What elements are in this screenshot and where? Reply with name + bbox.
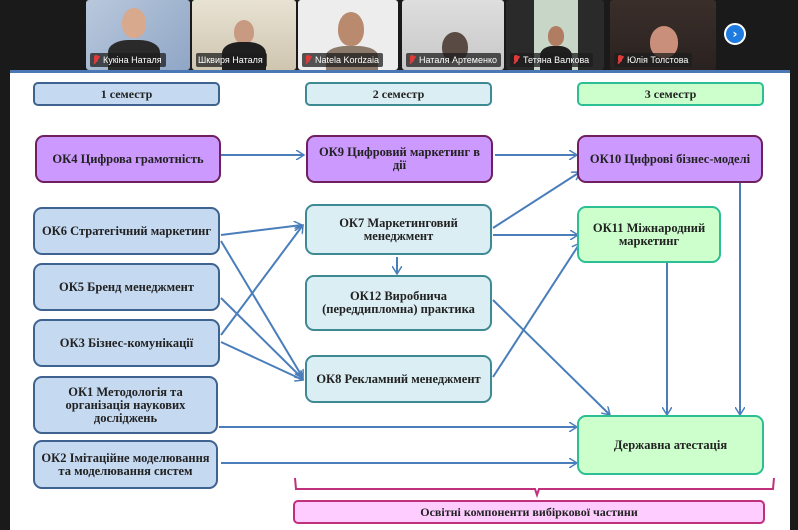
arrow-ok12-attestation <box>492 299 610 415</box>
node-ok7: ОК7 Маркетинговий менеджмент <box>305 204 492 255</box>
participant-name: Юлія Толстова <box>627 55 689 65</box>
elective-components-label: Освітні компоненти вибіркової частини <box>293 500 765 524</box>
semester-3-header: 3 семестр <box>577 82 764 106</box>
arrow-layer <box>219 73 775 499</box>
participant-tile[interactable]: Natela Kordzaia <box>298 0 398 70</box>
node-ok4: ОК4 Цифрова грамотність <box>35 135 221 183</box>
node-ok2: ОК2 Імітаційне моделювання та моделюванн… <box>33 440 218 489</box>
participant-tile[interactable]: Тетяна Валкова <box>506 0 604 70</box>
arrow-ok8-ok11 <box>492 243 581 378</box>
semester-1-header: 1 семестр <box>33 82 220 106</box>
arrow-ok7-ok10 <box>492 171 580 229</box>
participant-tile[interactable]: Кукіна Наталя <box>86 0 190 70</box>
muted-mic-icon <box>304 55 312 65</box>
node-ok1: ОК1 Методологія та організація наукових … <box>33 376 218 434</box>
next-page-button[interactable]: › <box>724 23 746 45</box>
arrow-ok6-ok8 <box>220 240 303 378</box>
semester-2-header: 2 семестр <box>305 82 492 106</box>
participant-tile[interactable]: Наталя Артеменко <box>402 0 504 70</box>
participant-name: Шквиря Наталя <box>198 55 263 65</box>
node-ok3: ОК3 Бізнес-комунікації <box>33 319 220 367</box>
arrow-ok3-ok7 <box>220 225 303 336</box>
participant-name: Natela Kordzaia <box>315 55 380 65</box>
arrow-ok5-ok8 <box>220 297 303 379</box>
participant-tile-active[interactable]: Шквиря Наталя <box>192 0 296 70</box>
muted-mic-icon <box>616 55 624 65</box>
participant-tile[interactable]: Юлія Толстова <box>610 0 716 70</box>
arrow-ok6-ok7 <box>220 225 302 236</box>
node-ok6: ОК6 Стратегічний маркетинг <box>33 207 220 255</box>
node-ok5: ОК5 Бренд менеджмент <box>33 263 220 311</box>
node-ok9: ОК9 Цифровий маркетинг в дії <box>306 135 493 183</box>
muted-mic-icon <box>512 55 520 65</box>
chevron-right-icon: › <box>732 27 738 41</box>
node-ok10: ОК10 Цифрові бізнес-моделі <box>577 135 763 183</box>
node-attestation: Державна атестація <box>577 415 764 475</box>
participant-name: Наталя Артеменко <box>419 55 498 65</box>
muted-mic-icon <box>408 55 416 65</box>
elective-brace <box>294 477 775 499</box>
node-ok12: ОК12 Виробнича (переддипломна) практика <box>305 275 492 331</box>
participant-name: Кукіна Наталя <box>103 55 162 65</box>
arrow-ok3-ok8 <box>220 341 303 380</box>
shared-slide: 1 семестр 2 семестр 3 семестр ОК4 Цифров… <box>10 70 790 530</box>
muted-mic-icon <box>92 55 100 65</box>
node-ok8: ОК8 Рекламний менеджмент <box>305 355 492 403</box>
participant-name: Тетяна Валкова <box>523 55 590 65</box>
node-ok11: ОК11 Міжнародний маркетинг <box>577 206 721 263</box>
participant-strip: Кукіна Наталя Шквиря Наталя Natela Kordz… <box>0 0 798 70</box>
